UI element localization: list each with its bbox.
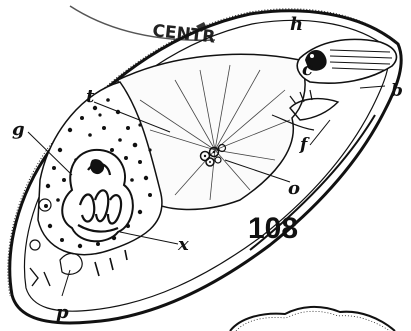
fragment-outline: [230, 307, 395, 331]
label-o: o: [288, 178, 300, 199]
leader-f: [310, 120, 330, 145]
next-figure-fragment: [230, 307, 395, 331]
macronucleus: [62, 150, 133, 241]
figure-number: 108: [248, 212, 298, 245]
label-f: f: [299, 135, 310, 155]
label-g: g: [12, 119, 25, 140]
vacuole-highlight: [310, 54, 314, 58]
vacuole-ticks: [95, 250, 127, 276]
library-stamp: CENTR: [70, 6, 216, 48]
label-p: p: [56, 302, 69, 323]
vacuole-3: [60, 253, 82, 274]
vacuole-2: [30, 240, 40, 250]
label-t: t: [86, 86, 95, 107]
vacuole-marks: [30, 268, 50, 286]
label-c: c: [302, 59, 313, 80]
label-b: b: [391, 81, 403, 101]
label-x: x: [177, 234, 189, 255]
label-h: h: [290, 14, 303, 35]
